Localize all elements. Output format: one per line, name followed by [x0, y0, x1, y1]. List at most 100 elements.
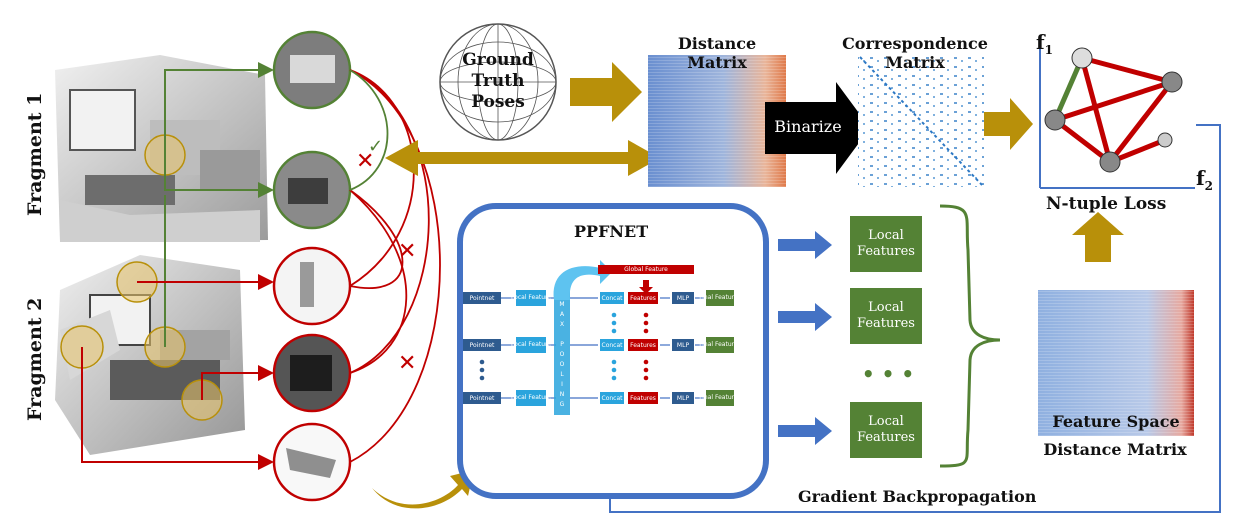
features-block: Features — [628, 339, 658, 351]
feature-to-ntuple-arrow — [1072, 212, 1124, 262]
ppfnet-box — [457, 203, 769, 499]
final-features-block: Final Features — [699, 290, 741, 306]
check-mark-icon: ✓ — [368, 136, 383, 157]
f1-letter: f — [1036, 30, 1045, 54]
dm-line2: Matrix — [687, 53, 747, 72]
mp-letter — [554, 330, 570, 340]
mlp-block: MLP — [672, 292, 694, 304]
cm-line2: Matrix — [885, 53, 945, 72]
svg-text:✕: ✕ — [398, 239, 416, 264]
curved-gold-arrow — [372, 470, 474, 509]
grouping-brace — [939, 204, 1001, 468]
lf-line1: Local — [868, 227, 904, 243]
pointnet-block: Pointnet — [463, 339, 501, 351]
mlp-block: MLP — [672, 392, 694, 404]
negative-pair-links — [81, 274, 274, 470]
lf-line2: Features — [857, 316, 915, 331]
final-features-block: Final Features — [699, 337, 741, 353]
ppfnet-output-arrows — [778, 231, 832, 445]
positive-curve — [349, 69, 389, 191]
ppfnet-title: PPFNET — [574, 222, 649, 241]
concat-block: Concat — [600, 392, 624, 404]
f1-label: f1 — [1036, 30, 1053, 57]
feature-space-label-line2: Distance Matrix — [1043, 440, 1187, 459]
concat-block: Concat — [600, 339, 624, 351]
fragment-1-label: Fragment 1 — [24, 92, 46, 216]
wireframe-sphere-icon — [439, 23, 557, 141]
pointnet-block: Pointnet — [463, 292, 501, 304]
cm-line1: Correspondence — [842, 34, 988, 53]
ntuple-loss-label: N-tuple Loss — [1046, 194, 1167, 214]
gt-line3: Poses — [471, 92, 525, 112]
gt-line1: Ground — [462, 50, 534, 70]
gt-poses-label: Ground Truth Poses — [448, 50, 548, 113]
local-feature-block: Local Feature — [511, 290, 551, 306]
global-down-arrow — [639, 280, 653, 294]
gt-line2: Truth — [471, 71, 525, 91]
local-features-ellipsis: • • • — [861, 362, 915, 386]
mp-letter: M — [559, 301, 565, 308]
f2-label: f2 — [1196, 166, 1213, 193]
lf-line2: Features — [857, 430, 915, 445]
local-feature-block: Local Feature — [511, 337, 551, 353]
mp-letter: P — [560, 341, 564, 348]
svg-text:✕: ✕ — [398, 351, 416, 376]
feature-space-label: Feature Space — [1040, 412, 1192, 432]
ntuple-graph — [1039, 40, 1195, 189]
features-block: Features — [628, 292, 658, 304]
lf-line2: Features — [857, 244, 915, 259]
binarize-label: Binarize — [774, 117, 842, 136]
dm-line1: Distance — [677, 34, 757, 53]
fragment-1-scan — [55, 55, 268, 242]
f2-letter: f — [1196, 166, 1205, 190]
mp-letter: L — [560, 371, 564, 378]
binarize-arrow — [765, 82, 870, 174]
gradient-backprop-label: Gradient Backpropagation — [798, 487, 1037, 506]
svg-text:✕: ✕ — [356, 149, 374, 174]
feature-space-heatmap — [1038, 290, 1194, 436]
correspondence-label: Correspondence Matrix — [820, 34, 1010, 72]
final-features-block: Final Features — [699, 390, 741, 406]
gold-arrows — [372, 62, 1124, 509]
fragment-2-label: Fragment 2 — [24, 297, 46, 421]
mp-letter: I — [561, 381, 563, 388]
cross-mark-icon: ✕ ✕ ✕ — [356, 149, 416, 376]
double-arrow — [385, 140, 660, 176]
mp-letter: O — [559, 351, 565, 358]
lf-line1: Local — [868, 299, 904, 315]
lf-line1: Local — [868, 413, 904, 429]
mp-letter: G — [559, 401, 565, 408]
ppfnet-ellipsis-dots — [479, 312, 649, 381]
pair-curves — [349, 69, 441, 463]
f1-sub: 1 — [1044, 43, 1053, 57]
distance-matrix-heatmap — [648, 55, 786, 187]
mp-letter: O — [559, 361, 565, 368]
mp-letter: X — [559, 321, 565, 328]
max-pooling-label: M A X P O O L I N G — [554, 300, 570, 410]
concat-block: Concat — [600, 292, 624, 304]
mlp-block: MLP — [672, 339, 694, 351]
mp-letter: A — [559, 311, 565, 318]
local-feature-block: Local Feature — [511, 390, 551, 406]
distance-matrix-label: Distance Matrix — [652, 34, 782, 72]
global-feature-box: Global Feature — [598, 265, 694, 274]
features-block: Features — [628, 392, 658, 404]
correspondence-matrix — [858, 55, 984, 187]
patch-zoom-circles — [272, 30, 352, 502]
positive-pair-links — [164, 62, 274, 347]
gt-to-distance-arrow — [570, 62, 642, 122]
fs-line1: Feature Space — [1052, 412, 1180, 431]
mp-letter: N — [559, 391, 565, 398]
f2-sub: 2 — [1204, 179, 1213, 193]
max-pooling-column — [554, 290, 570, 415]
global-feature-arrow — [553, 260, 612, 300]
pointnet-block: Pointnet — [463, 392, 501, 404]
backprop-line — [602, 124, 1221, 513]
corr-to-ntuple-arrow — [980, 98, 1033, 150]
ppfnet-internal-arrows — [501, 297, 704, 399]
